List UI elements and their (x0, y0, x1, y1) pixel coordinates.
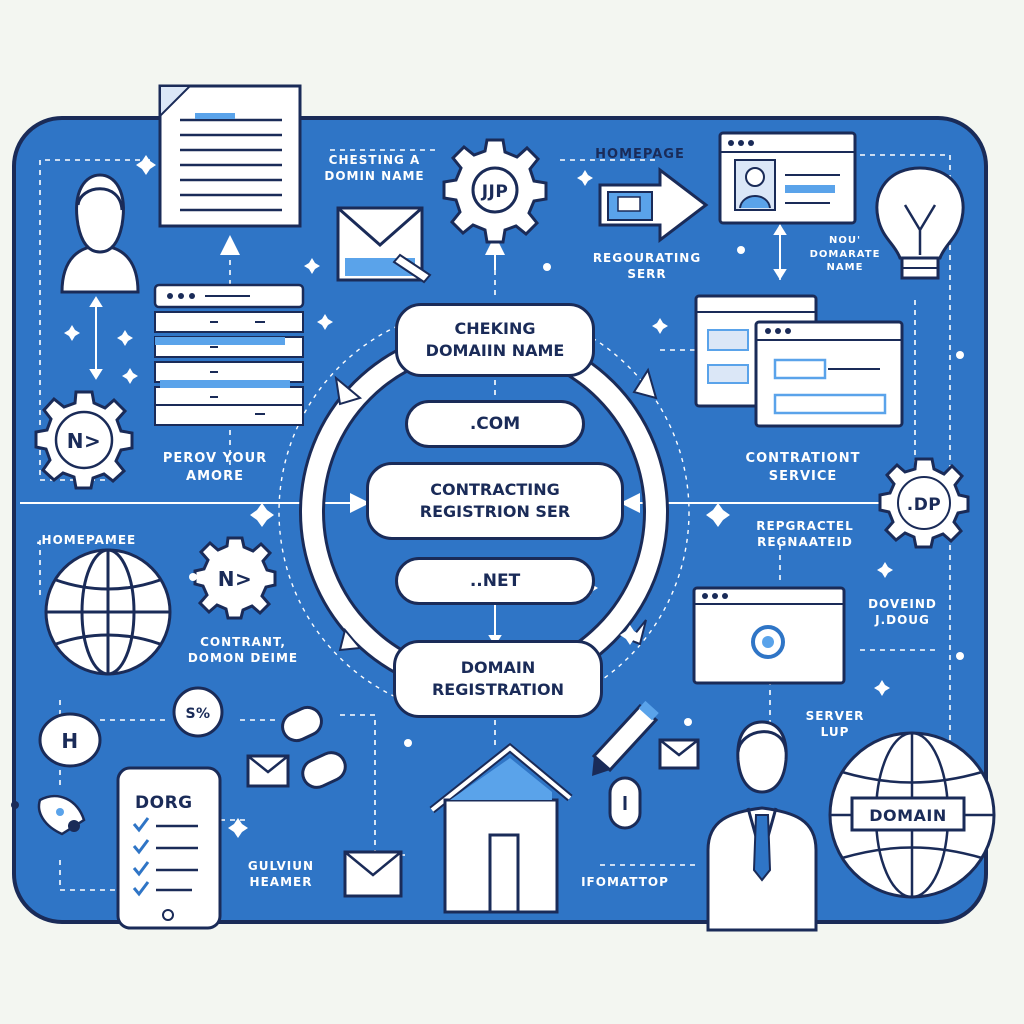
gear-text-right: .DP (907, 495, 942, 515)
gear-text-mid: N> (218, 567, 253, 591)
badge-s-text: S% (185, 706, 210, 722)
label-homepage-top: HOMEPAGE (585, 146, 695, 164)
label-now-l2: DOMARATE (809, 248, 881, 260)
link-icon (608, 776, 642, 830)
label-contrant: CONTRANT, DOMON DEIME (168, 634, 318, 666)
node-contracting: CONTRACTING REGISTRION SER (366, 462, 624, 540)
browser-card-badge (692, 586, 846, 685)
window-cards-right (694, 294, 904, 428)
label-doveind: DOVEIND J.DOUG (850, 596, 955, 628)
node-checking-line2: DOMAIIN NAME (425, 341, 565, 360)
label-gulvlun: GULVIUN HEAMER (226, 858, 336, 890)
homepage-arrow-card (598, 166, 709, 244)
profile-browser-card (718, 131, 857, 225)
document-icon (158, 84, 302, 228)
node-net-label: ..NET (469, 570, 521, 591)
globe-icon-right: DOMAIN (828, 731, 996, 899)
phone-checklist: DORG (116, 766, 222, 930)
label-contrationt-l1: CONTRATIONT (745, 451, 861, 466)
label-homepamee-text: .HOMEPAMEE (36, 533, 137, 547)
globe-text: DOMAIN (869, 806, 947, 825)
label-ifomattop-text: IFOMATTOP (581, 875, 669, 889)
label-cheating-domain: CHESTING A DOMIN NAME (312, 152, 437, 184)
label-gulvlun-l1: GULVIUN (247, 859, 315, 873)
sparkles (64, 155, 893, 838)
label-contrationt-service: CONTRATIONT SERVICE (728, 450, 878, 485)
gear-icon-top: JJP (442, 138, 548, 244)
label-repgracted-l2: REGNAATEID (757, 535, 853, 550)
rocket-icon (37, 794, 86, 836)
label-now-l3: NAME (826, 262, 864, 273)
badge-h: H (38, 712, 102, 768)
dashed-connectors (39, 149, 951, 891)
label-perov-l1: PEROV YOUR (162, 451, 268, 466)
envelope-hand-icon (336, 206, 432, 284)
pen-icon (591, 700, 659, 776)
label-server-l1: SERVER (805, 709, 865, 723)
label-cheating-l2: DOMIN NAME (324, 169, 425, 184)
gear-icon-right: .DP (878, 457, 970, 549)
label-contrant-l1: CONTRANT, (200, 635, 286, 649)
node-checking-line1: CHEKING (454, 319, 536, 339)
badge-s: S% (172, 686, 224, 738)
node-com: .COM (405, 400, 585, 448)
label-doveind-l1: DOVEIND (868, 597, 937, 611)
businessman-icon (706, 720, 818, 932)
envelope-icon (246, 738, 700, 898)
label-server-l2: LUP (820, 725, 850, 740)
label-regourating: REGOURATING SERR (572, 250, 722, 282)
person-icon (60, 173, 140, 294)
label-contrationt-l2: SERVICE (768, 468, 838, 484)
label-perov-l2: AMORE (186, 468, 244, 484)
node-dr-line1: DOMAIN (460, 658, 536, 678)
label-cheating-l1: CHESTING A (328, 153, 421, 167)
label-contrant-l2: DOMON DEIME (187, 651, 299, 666)
node-contracting-line2: REGISTRION SER (419, 502, 571, 521)
label-ifomattop: IFOMATTOP (560, 874, 690, 890)
label-regourating-l1: REGOURATING (592, 251, 702, 265)
label-now-domain: NOU' DOMARATE NAME (790, 234, 900, 275)
label-perov-your: PEROV YOUR AMORE (150, 450, 280, 485)
label-gulvlun-l2: HEAMER (249, 875, 313, 890)
node-net: ..NET (395, 557, 595, 605)
list-panel (153, 283, 305, 426)
node-dr-line2: REGISTRATION (431, 680, 565, 699)
label-homepage-top-text: HOMEPAGE (595, 147, 685, 162)
lightbulb-icon (875, 166, 965, 280)
gear-text-left: N> (67, 429, 102, 453)
globe-icon-left (44, 548, 172, 676)
tag-icon (281, 705, 347, 789)
house-icon (429, 742, 573, 914)
label-doveind-l2: J.DOUG (875, 613, 930, 628)
gear-icon-mid: N> (193, 536, 277, 620)
label-homepamee: .HOMEPAMEE (36, 532, 181, 548)
label-regourating-l2: SERR (627, 267, 667, 282)
label-repgracted-l1: REPGRACTEL (756, 519, 854, 533)
badge-h-text: H (61, 729, 78, 753)
label-now-l1: NOU' (828, 235, 862, 246)
label-server: SERVER LUP (780, 708, 890, 740)
dots (11, 246, 964, 809)
label-repgracted: REPGRACTEL REGNAATEID (730, 518, 880, 550)
gear-text-top: JJP (481, 182, 509, 202)
node-checking-domain: CHEKING DOMAIIN NAME (395, 303, 595, 377)
node-domain-registration: DOMAIN REGISTRATION (393, 640, 603, 718)
node-contracting-line1: CONTRACTING (430, 480, 560, 500)
gear-icon-left: N> (34, 390, 134, 490)
node-com-label: .COM (469, 413, 521, 434)
phone-text: DORG (135, 793, 193, 813)
